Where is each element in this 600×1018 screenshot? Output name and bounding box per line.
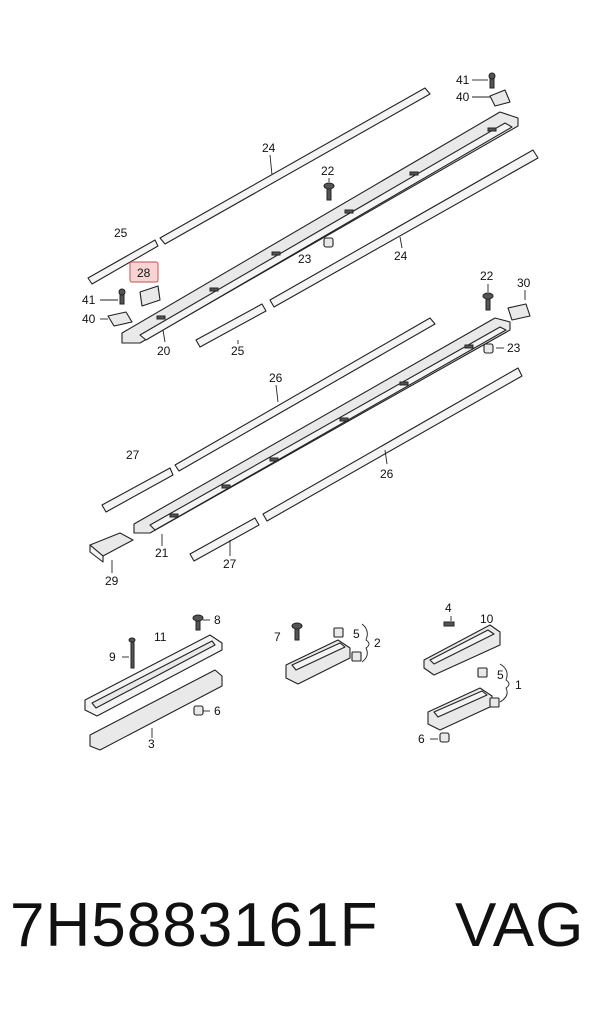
callout-26-lower: 26: [380, 467, 394, 481]
callout-24-upper: 24: [262, 141, 276, 155]
footer: 7H5883161F VAG: [0, 890, 600, 990]
callout-11: 11: [154, 630, 167, 644]
part-26-lower-strip: [262, 367, 523, 522]
part-10-cover-cap: [423, 624, 501, 676]
part-26-upper-strip: [174, 317, 436, 472]
callout-22-right: 22: [480, 269, 494, 283]
callout-4: 4: [445, 601, 452, 615]
callout-20: 20: [157, 344, 171, 358]
part-24-lower-strip: [269, 149, 539, 308]
callout-5-right: 5: [497, 668, 504, 682]
callout-41-top: 41: [456, 73, 470, 87]
callout-6-right: 6: [418, 732, 425, 746]
callout-1: 1: [515, 678, 522, 692]
brand-label: VAG: [455, 891, 585, 960]
part-22-23-30-right-fasteners: [482, 284, 531, 354]
callout-30: 30: [517, 276, 531, 290]
part-24-upper-strip: [159, 87, 431, 245]
callout-23-top: 23: [298, 252, 312, 266]
part-27-left-strip: [101, 467, 174, 513]
callout-27-left: 27: [126, 448, 140, 462]
callout-41-left: 41: [82, 293, 96, 307]
part-25-left-strip: [87, 239, 159, 285]
callout-9: 9: [109, 650, 116, 664]
callout-21: 21: [155, 546, 169, 560]
callout-2: 2: [374, 636, 381, 650]
part-1-handle-assembly: [427, 616, 510, 743]
callout-10: 10: [480, 612, 494, 626]
callout-24-lower: 24: [394, 249, 408, 263]
part-3-handle-base: [89, 669, 223, 751]
part-11-handle-cover: [84, 634, 223, 717]
part-41-40-left-fasteners: [100, 288, 133, 327]
callout-7: 7: [274, 630, 281, 644]
part-2-handle-assembly: [285, 622, 370, 685]
callout-25-lower: 25: [231, 344, 245, 358]
callout-5-center: 5: [353, 627, 360, 641]
callout-26-upper: 26: [269, 371, 283, 385]
part-25-lower-strip: [195, 303, 267, 348]
part-8-9-6-left-fasteners: [122, 614, 210, 738]
callout-27-lower: 27: [223, 557, 237, 571]
part-number: 7H5883161F: [10, 891, 379, 960]
callout-28-highlighted: 28: [137, 266, 151, 280]
callout-3: 3: [148, 737, 155, 751]
part-29-end-cap: [89, 532, 134, 573]
part-41-40-right-fasteners: [472, 72, 511, 107]
callout-40-left: 40: [82, 312, 96, 326]
callout-25-left: 25: [114, 226, 128, 240]
callout-23-right: 23: [507, 341, 521, 355]
callout-22-top: 22: [321, 164, 335, 178]
part-28-clip-highlighted: [129, 261, 161, 307]
callout-6-left: 6: [214, 704, 221, 718]
callout-29: 29: [105, 574, 119, 588]
part-27-lower-strip: [189, 517, 260, 562]
callout-8: 8: [214, 613, 221, 627]
part-21-main-rail: [133, 317, 511, 534]
part-20-main-rail: [121, 111, 519, 344]
callout-40-top: 40: [456, 90, 470, 104]
part-22-23-top-fasteners: [323, 178, 335, 248]
